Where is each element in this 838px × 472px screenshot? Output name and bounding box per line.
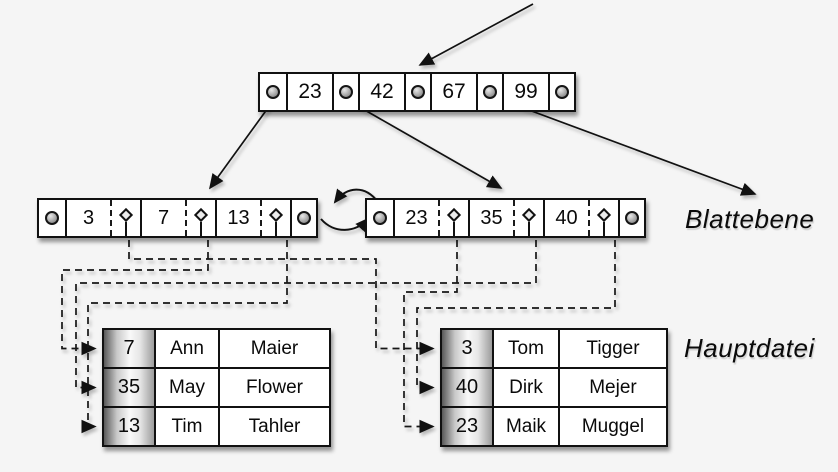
left-leaf-recptr-1 <box>110 200 140 236</box>
left-leaf-key-1: 3 <box>65 200 110 236</box>
pointer-circle-icon <box>483 85 497 99</box>
right-leaf-key-2-value: 35 <box>480 206 503 229</box>
left-leaf-recptr-2 <box>185 200 215 236</box>
root-key-3: 67 <box>430 74 476 110</box>
record-firstname: Maik <box>492 408 558 445</box>
record-pointer-diamond-icon <box>193 207 209 223</box>
main-file-table-left: 7 Ann Maier 35 May Flower 13 Tim Tahler <box>102 328 331 447</box>
main-file-table-right: 3 Tom Tigger 40 Dirk Mejer 23 Maik Mugge… <box>440 328 668 447</box>
record-firstname: Dirk <box>492 369 558 406</box>
record-pointer-diamond-icon <box>446 207 462 223</box>
arrow-root-to-left-leaf <box>209 100 274 190</box>
right-leaf-recptr-2 <box>513 200 543 236</box>
root-key-3-value: 67 <box>442 80 466 103</box>
left-leaf-key-3-value: 13 <box>227 206 250 229</box>
pointer-circle-icon <box>373 211 387 225</box>
main-file-label: Hauptdatei <box>684 333 815 363</box>
record-pointer-key7 <box>61 240 209 356</box>
record-pointer-key13 <box>81 240 288 434</box>
pointer-circle-icon <box>266 85 280 99</box>
root-pointer-4 <box>476 74 502 110</box>
pointer-circle-icon <box>297 211 311 225</box>
left-leaf-key-3: 13 <box>215 200 260 236</box>
table-row: 13 Tim Tahler <box>104 406 329 445</box>
left-leaf-key-2-value: 7 <box>157 206 170 229</box>
root-pointer-1 <box>260 74 286 110</box>
record-firstname: Ann <box>154 330 218 367</box>
root-key-2-value: 42 <box>370 80 394 103</box>
left-leaf-key-1-value: 3 <box>82 206 95 229</box>
record-key: 35 <box>104 369 154 406</box>
record-lastname: Muggel <box>558 408 666 445</box>
right-leaf-key-1-value: 23 <box>405 206 428 229</box>
record-pointer-diamond-icon <box>521 207 537 223</box>
table-row: 23 Maik Muggel <box>442 406 666 445</box>
arrow-root-to-leaf-level <box>501 99 757 196</box>
leaf-level-label: Blattebene <box>685 204 815 234</box>
record-lastname: Maier <box>218 330 329 367</box>
left-leaf-node: 3 7 13 <box>37 198 318 238</box>
record-key: 23 <box>442 408 492 445</box>
left-leaf-recptr-3 <box>260 200 290 236</box>
right-leaf-recptr-1 <box>438 200 468 236</box>
record-lastname: Tahler <box>218 408 329 445</box>
arrow-sibling-left-to-right <box>320 217 370 233</box>
record-pointer-diamond-icon <box>118 207 134 223</box>
pointer-circle-icon <box>555 85 569 99</box>
record-pointer-diamond-icon <box>268 207 284 223</box>
pointer-circle-icon <box>45 211 59 225</box>
record-lastname: Flower <box>218 369 329 406</box>
record-pointer-diamond-icon <box>596 207 612 223</box>
arrow-root-to-right-leaf <box>348 100 503 189</box>
table-row: 3 Tom Tigger <box>442 330 666 367</box>
root-pointer-3 <box>404 74 430 110</box>
left-leaf-prev-pointer <box>39 200 65 236</box>
root-node: 23 42 67 99 <box>258 72 576 112</box>
record-pointer-key3 <box>128 240 435 356</box>
record-pointer-key40 <box>416 240 616 395</box>
root-key-4-value: 99 <box>514 80 538 103</box>
record-firstname: Tom <box>492 330 558 367</box>
root-pointer-2 <box>332 74 358 110</box>
record-lastname: Mejer <box>558 369 666 406</box>
right-leaf-next-pointer <box>618 200 644 236</box>
record-key: 3 <box>442 330 492 367</box>
right-leaf-key-1: 23 <box>393 200 438 236</box>
record-key: 13 <box>104 408 154 445</box>
table-row: 40 Dirk Mejer <box>442 367 666 406</box>
record-firstname: Tim <box>154 408 218 445</box>
right-leaf-key-2: 35 <box>468 200 513 236</box>
root-key-2: 42 <box>358 74 404 110</box>
table-row: 35 May Flower <box>104 367 329 406</box>
left-leaf-next-pointer <box>290 200 316 236</box>
record-key: 7 <box>104 330 154 367</box>
right-leaf-prev-pointer <box>367 200 393 236</box>
pointer-circle-icon <box>339 85 353 99</box>
root-key-4: 99 <box>502 74 548 110</box>
right-leaf-recptr-3 <box>588 200 618 236</box>
record-key: 40 <box>442 369 492 406</box>
record-pointer-key35 <box>75 240 537 395</box>
arrow-into-root <box>418 3 534 66</box>
pointer-circle-icon <box>411 85 425 99</box>
table-row: 7 Ann Maier <box>104 330 329 367</box>
right-leaf-key-3: 40 <box>543 200 588 236</box>
root-key-1-value: 23 <box>298 80 322 103</box>
pointer-circle-icon <box>625 211 639 225</box>
record-lastname: Tigger <box>558 330 666 367</box>
left-leaf-key-2: 7 <box>140 200 185 236</box>
root-key-1: 23 <box>286 74 332 110</box>
record-firstname: May <box>154 369 218 406</box>
root-pointer-5 <box>548 74 574 110</box>
right-leaf-node: 23 35 40 <box>365 198 646 238</box>
right-leaf-key-3-value: 40 <box>555 206 578 229</box>
